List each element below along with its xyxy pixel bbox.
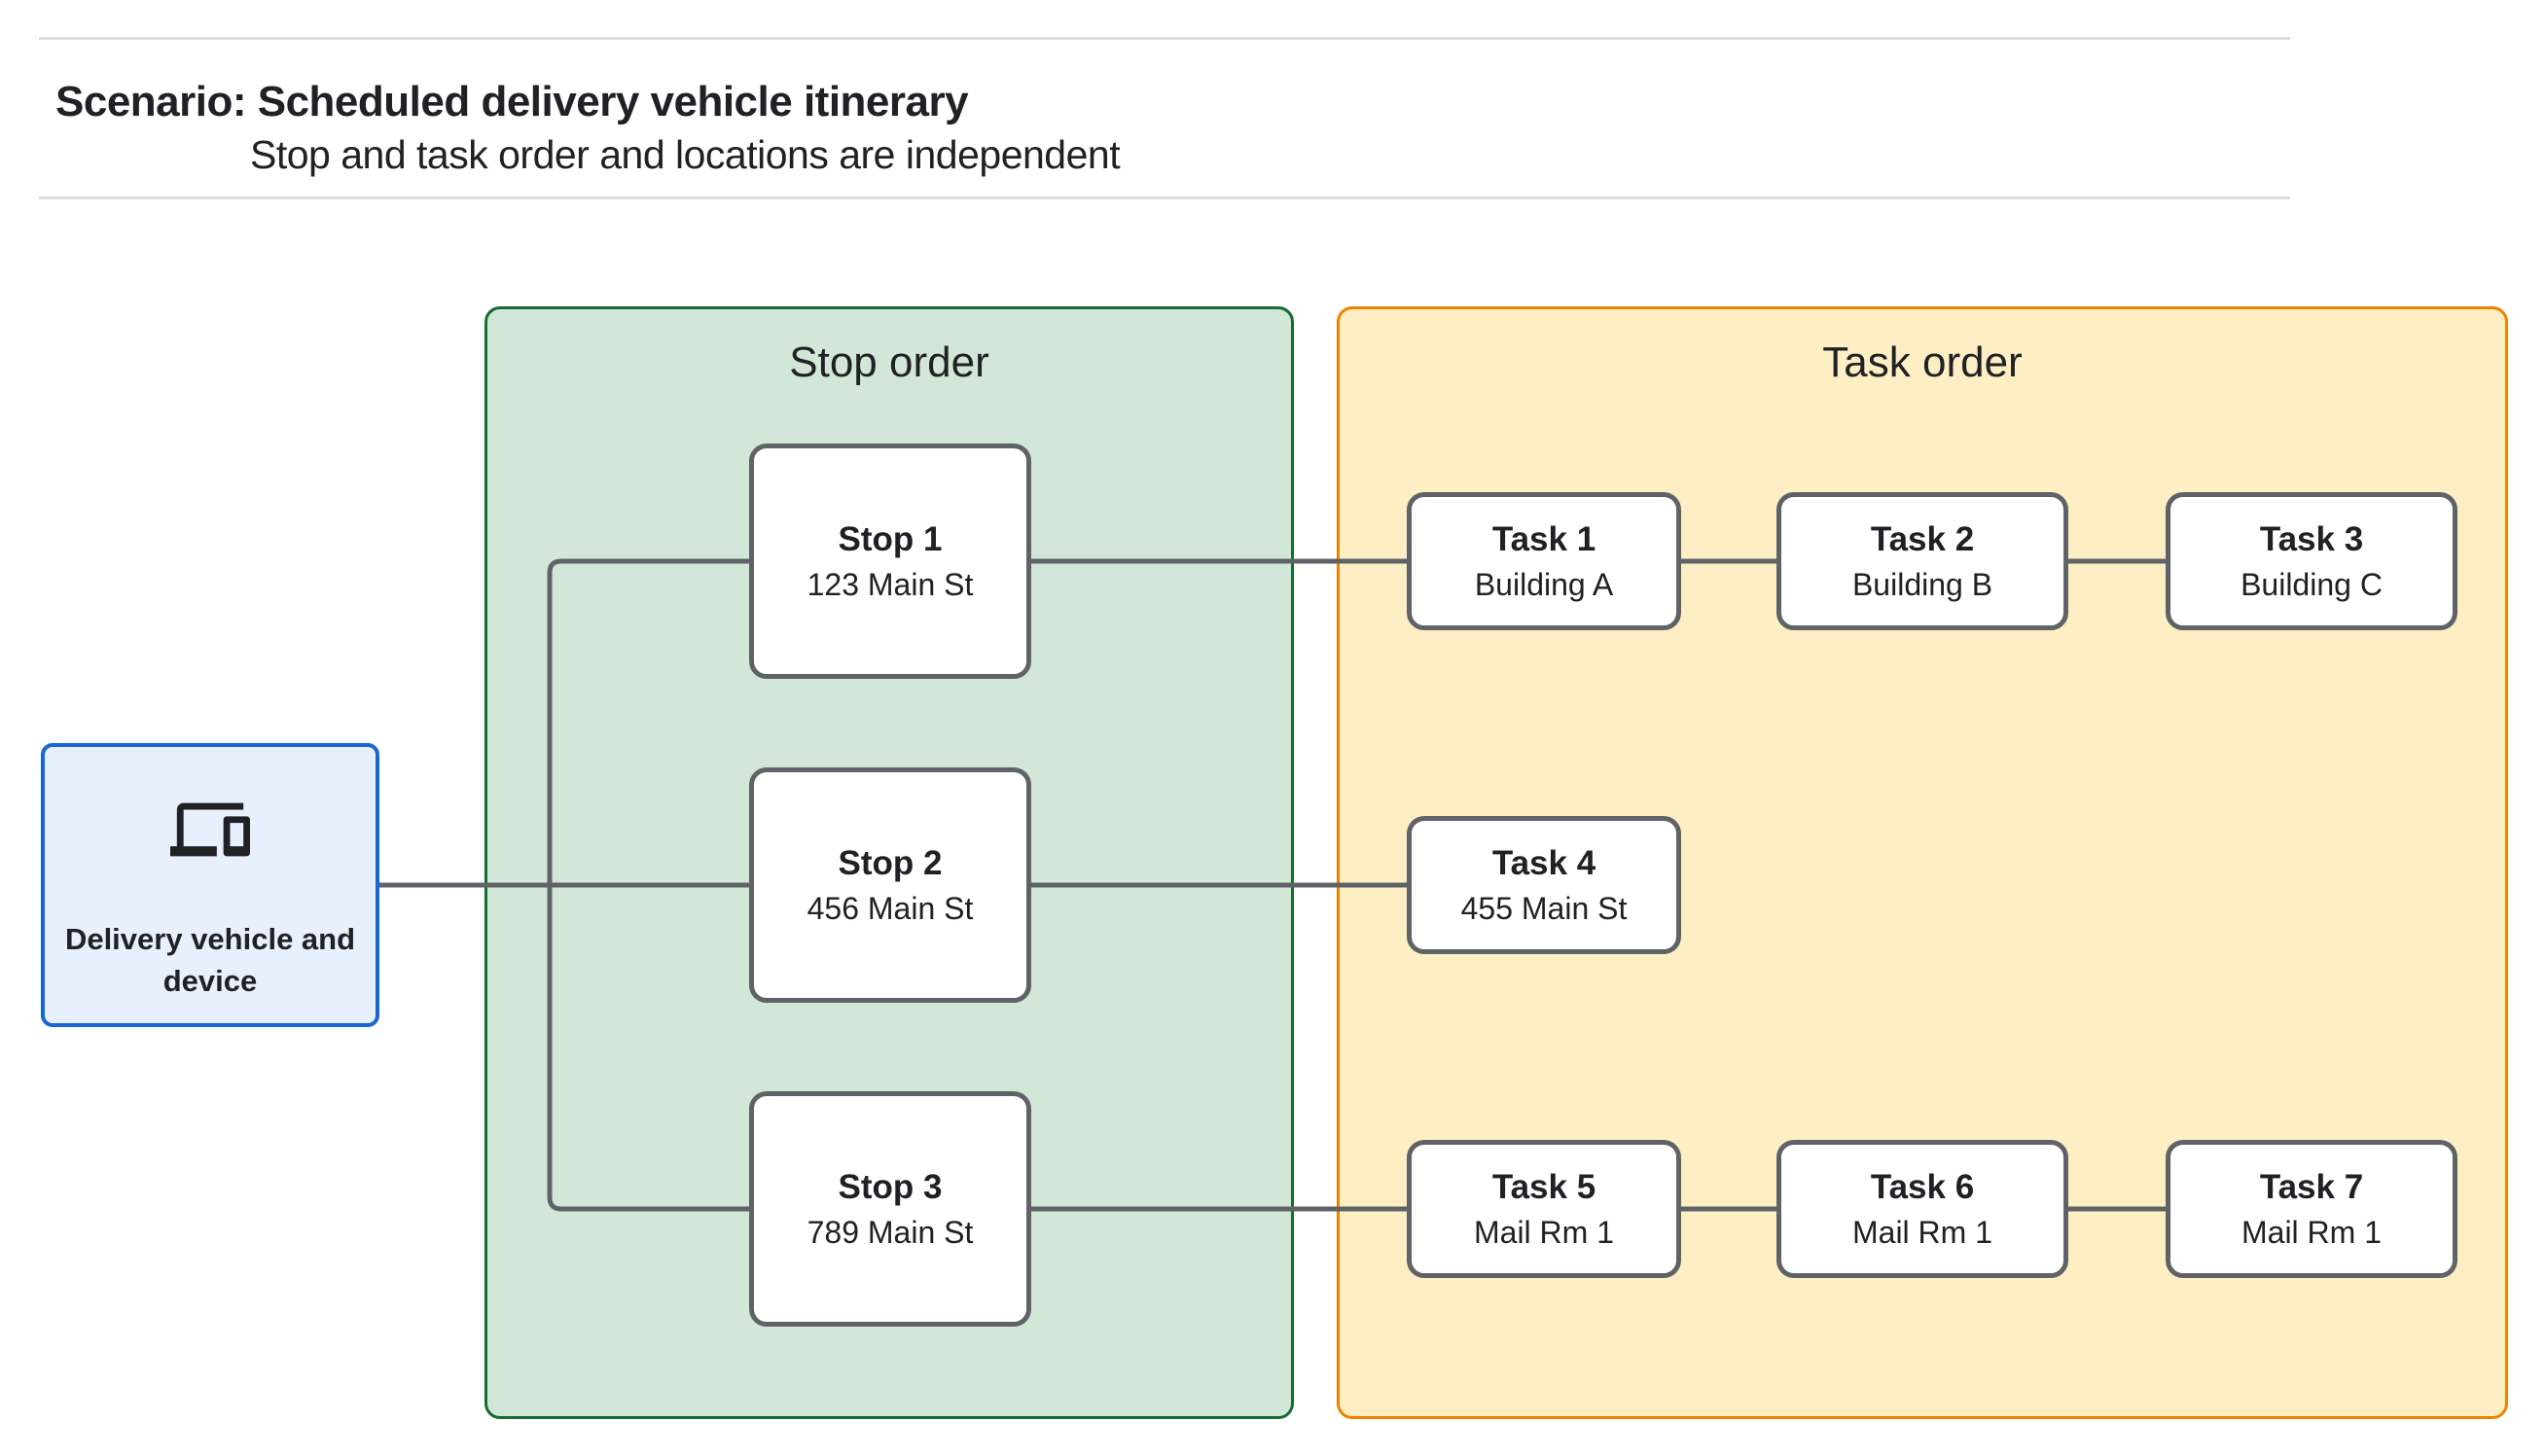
stop-3-address: 789 Main St bbox=[807, 1214, 974, 1250]
task-1-location: Building A bbox=[1474, 566, 1614, 602]
task-6-location: Mail Rm 1 bbox=[1851, 1214, 1992, 1250]
task-6-title: Task 6 bbox=[1870, 1167, 1975, 1206]
top-divider bbox=[39, 37, 2290, 40]
stop-1-title: Stop 1 bbox=[838, 519, 943, 558]
delivery-vehicle-label: Delivery vehicle and device bbox=[64, 922, 356, 998]
task-4-node: Task 4 455 Main St bbox=[1407, 816, 1681, 954]
task-2-location: Building B bbox=[1851, 566, 1993, 602]
delivery-vehicle-node: Delivery vehicle and device bbox=[41, 743, 379, 1027]
stop-3-node: Stop 3 789 Main St bbox=[749, 1091, 1031, 1327]
stop-2-title: Stop 2 bbox=[838, 843, 943, 882]
task-3-location: Building C bbox=[2241, 566, 2383, 602]
task-1-title: Task 1 bbox=[1491, 519, 1596, 558]
task-7-location: Mail Rm 1 bbox=[2241, 1214, 2382, 1250]
task-7-node: Task 7 Mail Rm 1 bbox=[2166, 1140, 2457, 1278]
task-7-title: Task 7 bbox=[2259, 1167, 2364, 1206]
stop-3-title: Stop 3 bbox=[838, 1167, 943, 1206]
stop-2-address: 456 Main St bbox=[807, 890, 974, 926]
task-5-title: Task 5 bbox=[1491, 1167, 1596, 1206]
task-2-title: Task 2 bbox=[1870, 519, 1975, 558]
task-4-title: Task 4 bbox=[1491, 843, 1596, 882]
task-4-location: 455 Main St bbox=[1460, 890, 1628, 926]
stop-order-panel-title: Stop order bbox=[789, 338, 989, 386]
stop-1-node: Stop 1 123 Main St bbox=[749, 444, 1031, 679]
task-5-node: Task 5 Mail Rm 1 bbox=[1407, 1140, 1681, 1278]
page-subtitle: Stop and task order and locations are in… bbox=[250, 132, 1121, 177]
page-title: Scenario: Scheduled delivery vehicle iti… bbox=[55, 78, 969, 125]
task-5-location: Mail Rm 1 bbox=[1473, 1214, 1614, 1250]
header-divider bbox=[39, 196, 2290, 199]
task-3-title: Task 3 bbox=[2259, 519, 2364, 558]
task-2-node: Task 2 Building B bbox=[1776, 492, 2068, 630]
task-1-node: Task 1 Building A bbox=[1407, 492, 1681, 630]
devices-icon bbox=[170, 802, 250, 857]
task-3-node: Task 3 Building C bbox=[2166, 492, 2457, 630]
task-6-node: Task 6 Mail Rm 1 bbox=[1776, 1140, 2068, 1278]
stop-2-node: Stop 2 456 Main St bbox=[749, 767, 1031, 1003]
task-order-panel-title: Task order bbox=[1822, 338, 2023, 386]
stop-1-address: 123 Main St bbox=[807, 566, 974, 602]
